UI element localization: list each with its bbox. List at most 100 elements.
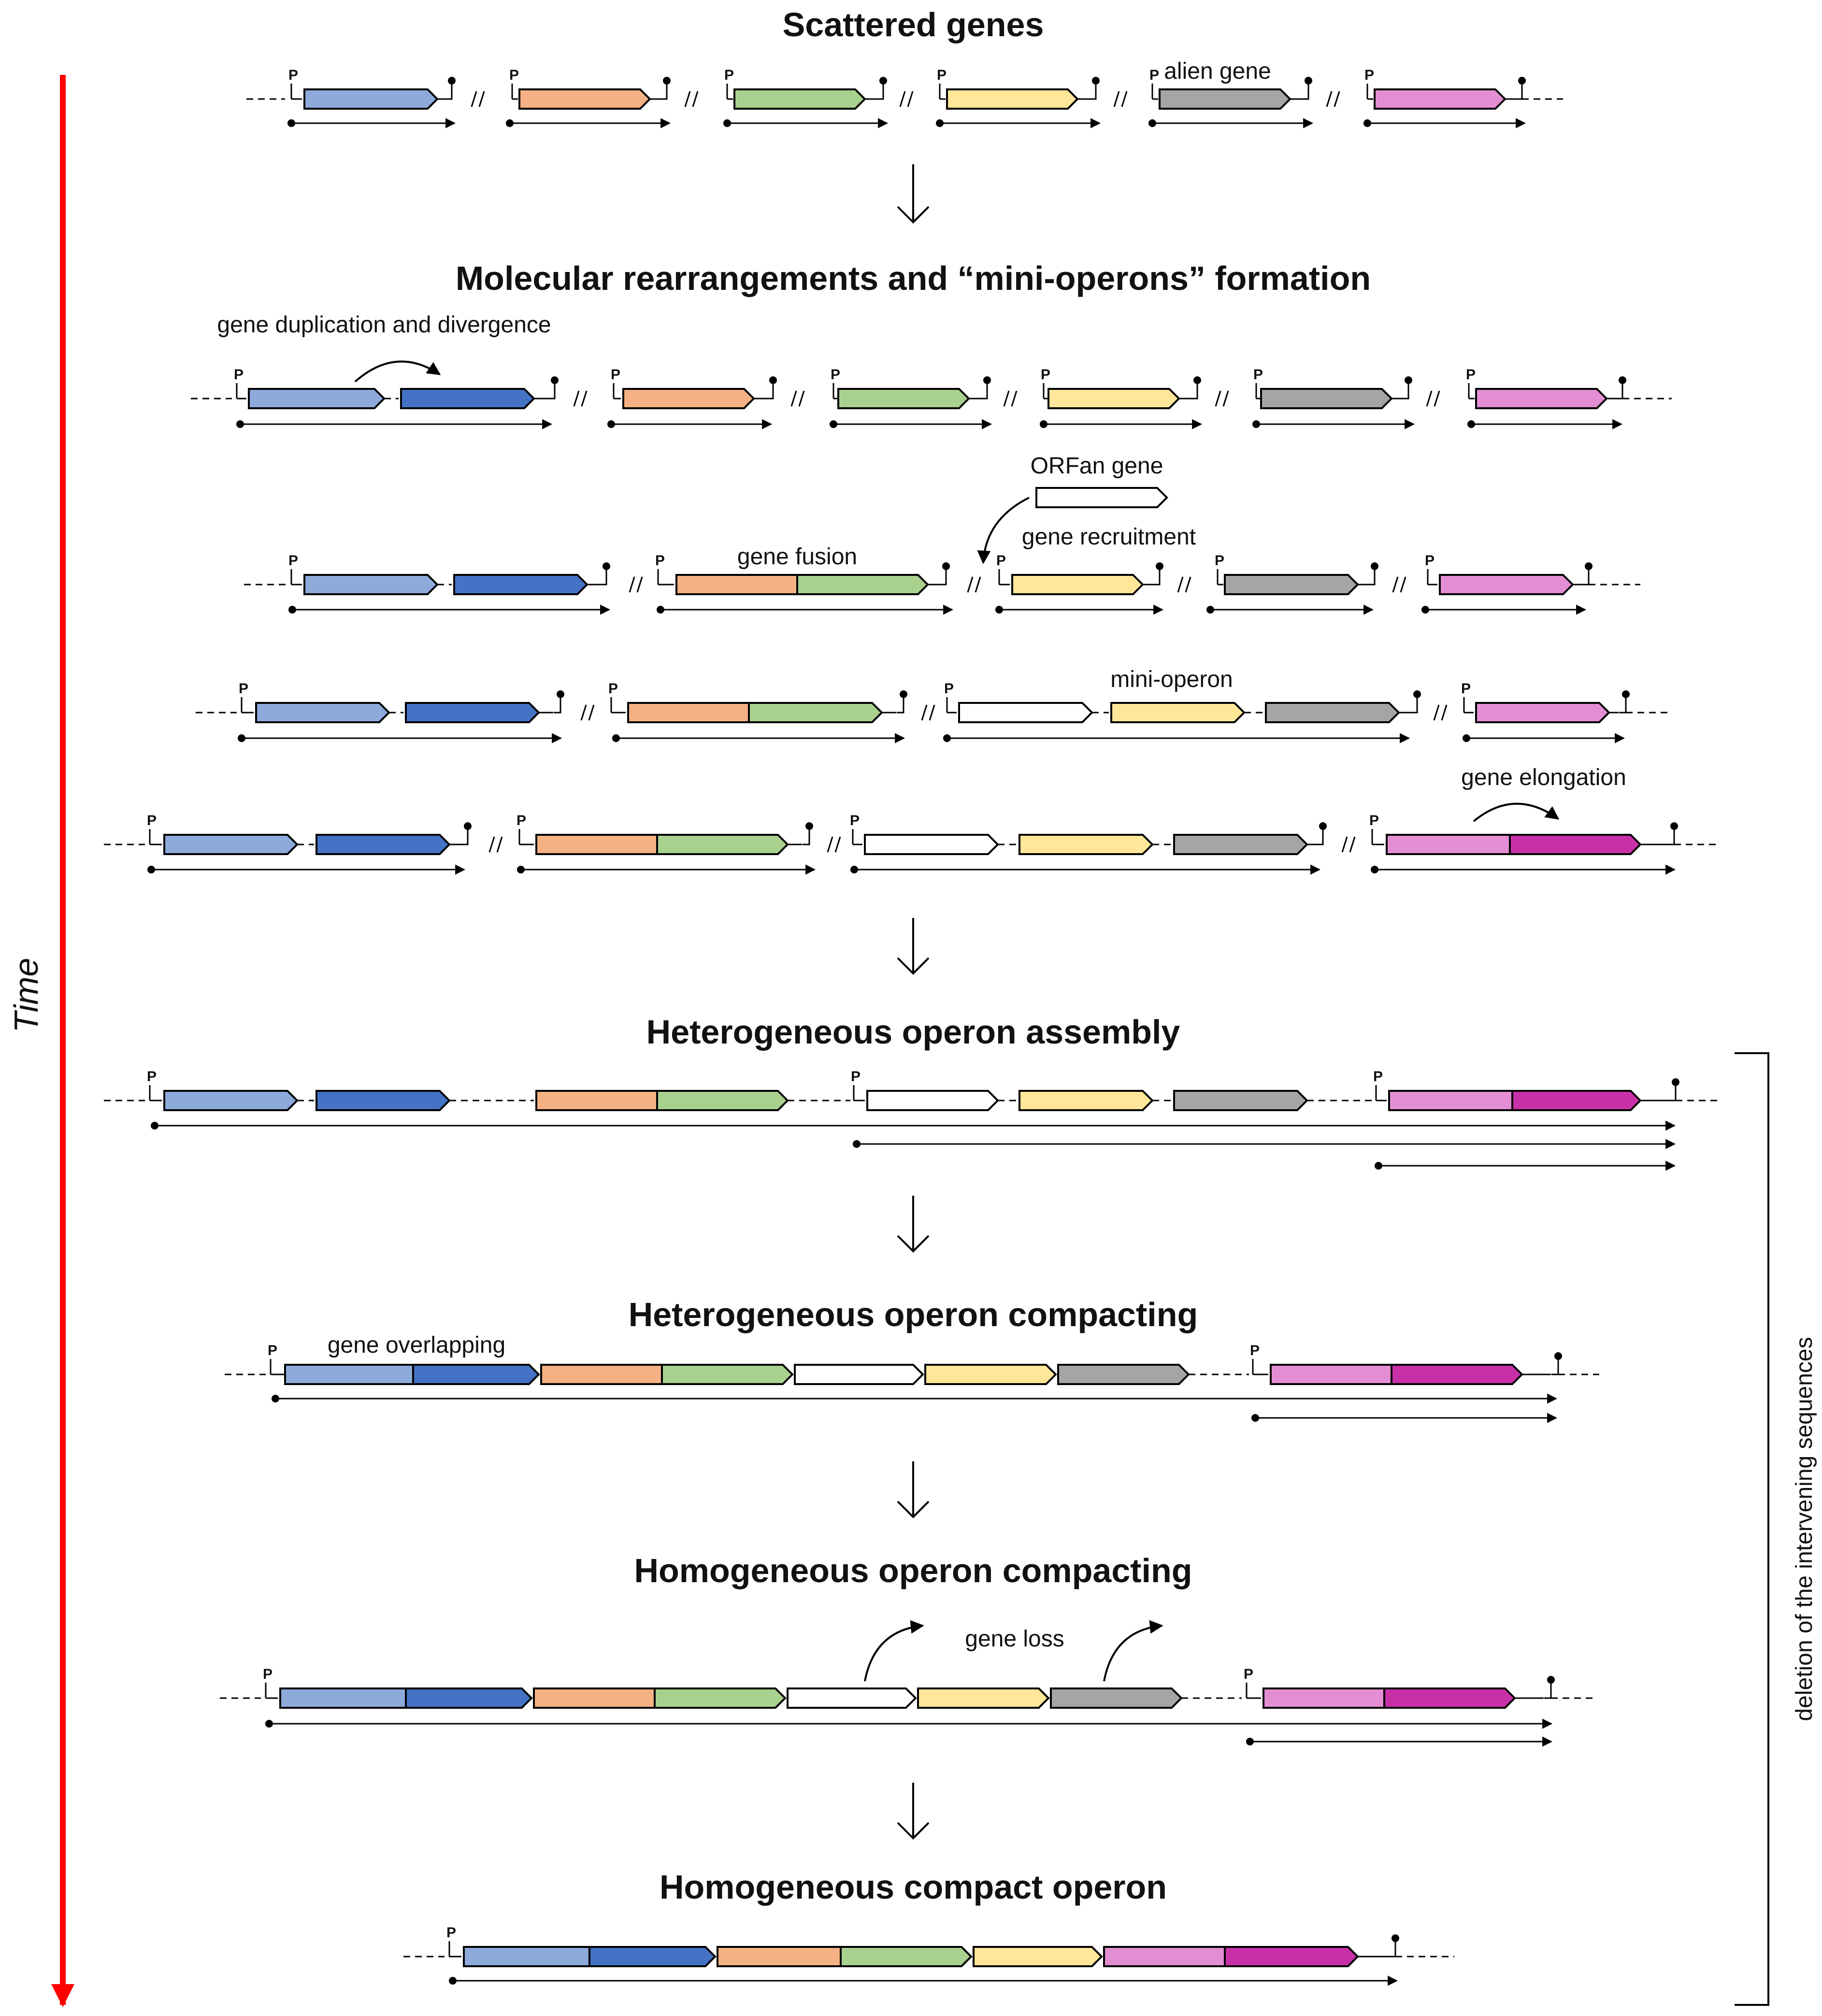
terminator-symbol bbox=[1302, 83, 1309, 100]
promoter-label: P bbox=[851, 1069, 861, 1085]
gene-arrow bbox=[840, 1946, 973, 1967]
deletion-bracket: deletion of the intervening sequences bbox=[1735, 1052, 1817, 2006]
terminator-symbol bbox=[1316, 828, 1324, 845]
break-mark bbox=[1121, 91, 1128, 107]
promoter-symbol bbox=[1217, 569, 1223, 586]
gene-arrow bbox=[1383, 1687, 1516, 1709]
promoter-label: P bbox=[509, 67, 519, 83]
terminator-head bbox=[663, 77, 671, 85]
gene-arrow bbox=[1019, 1090, 1154, 1111]
promoter-symbol bbox=[241, 697, 247, 714]
stage-title-rearrangements: Molecular rearrangements and “mini-opero… bbox=[456, 259, 1371, 297]
gene-arrow bbox=[1475, 702, 1610, 723]
promoter-symbol bbox=[1463, 697, 1470, 714]
gene-arrow bbox=[1391, 1364, 1523, 1385]
terminator-head bbox=[1305, 77, 1312, 85]
gene-arrow bbox=[518, 88, 651, 110]
break-mark bbox=[1113, 91, 1120, 107]
promoter-symbol bbox=[511, 84, 518, 100]
promoter-symbol bbox=[610, 697, 617, 714]
down-arrow bbox=[897, 1196, 930, 1253]
terminator-head bbox=[1619, 376, 1626, 384]
stage-title-scattered: Scattered genes bbox=[783, 6, 1044, 43]
orfan-gene-label: ORFan gene bbox=[1031, 453, 1163, 479]
break-mark bbox=[488, 836, 495, 853]
gene-arrow bbox=[279, 1687, 417, 1709]
terminator-head bbox=[983, 376, 991, 384]
promoter-label: P bbox=[611, 367, 620, 383]
terminator-symbol bbox=[461, 828, 469, 845]
promoter-symbol bbox=[1468, 383, 1475, 400]
promoter-symbol bbox=[290, 569, 297, 586]
promoter-label: P bbox=[147, 813, 157, 829]
gene-arrow bbox=[405, 1687, 533, 1709]
gene-arrow bbox=[796, 574, 929, 595]
gene-arrow bbox=[794, 1364, 924, 1385]
promoter-symbol bbox=[1151, 84, 1158, 100]
gene-arrow bbox=[1265, 702, 1400, 723]
gene-arrow bbox=[405, 702, 540, 723]
gene-arrow bbox=[917, 1687, 1050, 1709]
promoter-symbol bbox=[448, 1941, 455, 1958]
promoter-label: P bbox=[1149, 67, 1159, 83]
promoter-symbol bbox=[1366, 84, 1373, 100]
terminator-head bbox=[603, 562, 610, 570]
gene-arrow bbox=[1019, 834, 1154, 855]
terminator-head bbox=[551, 376, 559, 384]
promoter-label: P bbox=[516, 813, 526, 829]
terminator-symbol bbox=[1368, 568, 1376, 586]
terminator-head bbox=[805, 822, 813, 830]
gene-arrow bbox=[163, 1090, 299, 1111]
gene-loss-label: gene loss bbox=[965, 1626, 1064, 1652]
break-mark bbox=[899, 91, 906, 107]
terminator-head bbox=[1413, 690, 1421, 698]
break-mark bbox=[1349, 836, 1356, 853]
terminator-head bbox=[1156, 562, 1163, 570]
terminator-head bbox=[1392, 1934, 1399, 1942]
gene-arrow bbox=[973, 1946, 1103, 1967]
stage-title-homo-compacting: Homogeneous operon compacting bbox=[634, 1552, 1192, 1589]
break-mark bbox=[1341, 836, 1348, 853]
break-mark bbox=[1433, 704, 1440, 721]
terminator-symbol bbox=[1669, 1084, 1677, 1101]
break-mark bbox=[1003, 390, 1010, 407]
gene-arrow bbox=[1260, 388, 1393, 409]
promoter-label: P bbox=[944, 681, 954, 697]
terminator-symbol bbox=[1582, 568, 1590, 586]
terminator-head bbox=[464, 822, 472, 830]
promoter-symbol bbox=[236, 383, 243, 400]
terminator-symbol bbox=[897, 696, 904, 714]
terminator-head bbox=[1672, 1078, 1679, 1086]
down-arrow bbox=[897, 1783, 930, 1840]
terminator-symbol bbox=[548, 382, 556, 400]
gene-arrow bbox=[1511, 1090, 1642, 1111]
promoter-symbol bbox=[657, 569, 664, 586]
gene-arrow bbox=[316, 834, 451, 855]
gene-arrow bbox=[1159, 88, 1291, 110]
terminator-symbol bbox=[980, 382, 988, 400]
break-mark bbox=[1011, 390, 1018, 407]
gene-arrow bbox=[924, 1364, 1057, 1385]
orfan-gene-arrow bbox=[1035, 487, 1168, 508]
terminator-symbol bbox=[1667, 828, 1675, 845]
promoter-symbol bbox=[998, 569, 1005, 586]
gene-arrow bbox=[163, 834, 299, 855]
gene-part bbox=[1386, 834, 1511, 855]
terminator-head bbox=[900, 690, 907, 698]
gene-arrow bbox=[1224, 574, 1359, 595]
terminator-symbol bbox=[1515, 83, 1523, 100]
promoter-symbol bbox=[290, 84, 297, 100]
break-mark bbox=[581, 390, 588, 407]
annotations: alien gene gene duplication and divergen… bbox=[217, 58, 1626, 1682]
gene-loss-arrow-1 bbox=[864, 1620, 924, 1682]
terminator-head bbox=[1585, 562, 1592, 570]
gene-arrow bbox=[958, 702, 1093, 723]
gene-arrow bbox=[1224, 1946, 1359, 1967]
gene-fusion-label: gene fusion bbox=[737, 544, 857, 570]
break-mark bbox=[1215, 390, 1221, 407]
break-mark bbox=[1222, 390, 1229, 407]
break-mark bbox=[921, 704, 928, 721]
gene-duplication-label: gene duplication and divergence bbox=[217, 312, 551, 338]
